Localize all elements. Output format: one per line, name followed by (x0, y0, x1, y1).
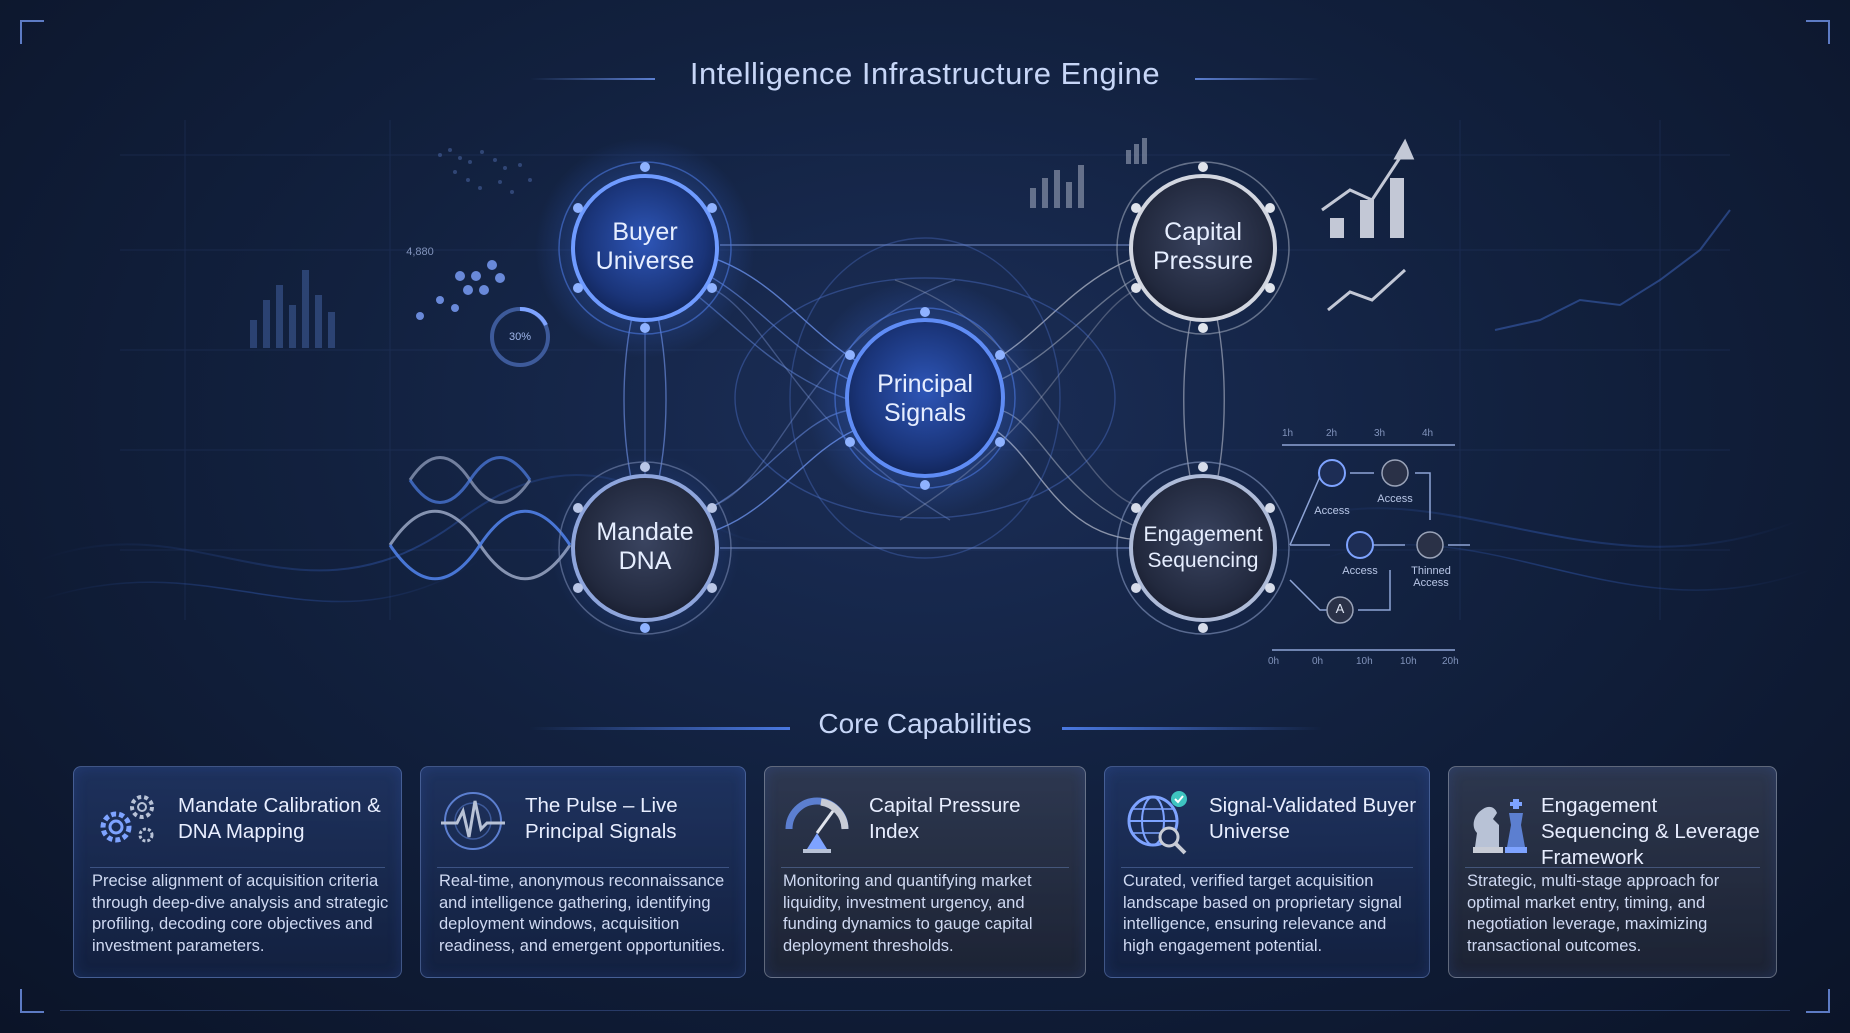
wave-left-2 (39, 559, 481, 603)
axis-top-1: 2h (1326, 428, 1338, 439)
capability-card-buyer: Signal-Validated Buyer Universe Curated,… (1104, 766, 1430, 978)
gears-icon (100, 795, 154, 843)
node-engagement-sequencing (1116, 461, 1290, 635)
capability-card-engagement: Engagement Sequencing & Leverage Framewo… (1448, 766, 1777, 978)
bottom-rule (60, 1010, 1790, 1011)
card-title: Mandate Calibration & DNA Mapping (178, 794, 381, 843)
dna-helix (388, 456, 572, 581)
node-label-mandate-dna: Mandate DNA (596, 518, 694, 575)
thinned-access-label: Thinned Access (1411, 565, 1451, 589)
access-label-1: Access (1314, 505, 1350, 517)
section-title: Core Capabilities (818, 708, 1032, 739)
world-map-dots (438, 148, 532, 194)
card-text: Strategic, multi-stage approach for opti… (1467, 872, 1720, 955)
sequence-flow (1272, 444, 1470, 651)
title-line-left (530, 78, 655, 80)
molecule-dots (416, 260, 505, 320)
capability-card-capital: Capital Pressure Index Monitoring and qu… (764, 766, 1086, 978)
frame-corner-bl (20, 989, 44, 1013)
card-divider (781, 867, 1069, 868)
frame-corner-tr (1806, 20, 1830, 44)
card-text: Precise alignment of acquisition criteri… (92, 872, 389, 955)
card-divider (1121, 867, 1413, 868)
progress-ring (490, 306, 550, 367)
title-wrap: Intelligence Infrastructure Engine (0, 56, 1850, 92)
capital-bar-chart (1030, 138, 1147, 208)
sequence-icons (1318, 459, 1444, 624)
page-title: Intelligence Infrastructure Engine (689, 56, 1161, 91)
card-text: Real-time, anonymous reconnaissance and … (439, 872, 726, 955)
chess-icon (1473, 799, 1527, 853)
card-text: Monitoring and quantifying market liquid… (783, 872, 1033, 955)
frame-corner-br (1806, 989, 1830, 1013)
axis-top-3: 4h (1422, 428, 1434, 439)
card-title: Capital Pressure Index (869, 794, 1021, 843)
axis-bottom-1: 0h (1312, 656, 1324, 667)
card-divider (437, 867, 729, 868)
access-label-2: Access (1377, 493, 1413, 505)
wave-right (1299, 507, 1801, 548)
card-title: Engagement Sequencing & Leverage Framewo… (1541, 794, 1760, 869)
axis-bottom-4: 20h (1442, 656, 1459, 667)
axis-top-0: 1h (1282, 428, 1294, 439)
card-text: Curated, verified target acquisition lan… (1123, 872, 1402, 955)
card-divider (90, 867, 385, 868)
pulse-radar-icon (441, 792, 505, 850)
title-line-right (1195, 78, 1320, 80)
wave-right-2 (1319, 544, 1811, 591)
node-label-capital-pressure: Capital Pressure (1152, 218, 1254, 275)
node-label-engagement-sequencing: Engagement Sequencing (1143, 523, 1263, 572)
left-number-label: 4,880 (406, 246, 434, 258)
capability-card-mandate: Mandate Calibration & DNA Mapping Precis… (73, 766, 402, 978)
node-label-principal-signals: Principal Signals (877, 370, 973, 427)
node-label-buyer-universe: Buyer Universe (595, 218, 695, 275)
axis-top-2: 3h (1374, 428, 1386, 439)
axis-bottom-3: 10h (1400, 656, 1417, 667)
node-capital-pressure (1116, 161, 1290, 335)
ring-percent-label: 30% (508, 331, 532, 343)
gauge-icon (785, 797, 849, 853)
card-title: The Pulse – Live Principal Signals (525, 794, 678, 843)
engine-diagram (39, 120, 1811, 651)
globe-check-icon (1127, 791, 1187, 855)
access-label-3: Access (1342, 565, 1378, 577)
left-bar-chart (250, 270, 335, 348)
faded-line-chart (1494, 209, 1731, 331)
trend-arrows (1321, 138, 1415, 312)
axis-bottom-0: 0h (1268, 656, 1280, 667)
capability-card-pulse: The Pulse – Live Principal Signals Real-… (420, 766, 746, 978)
card-title: Signal-Validated Buyer Universe (1209, 794, 1417, 843)
a-badge-label: A (1335, 601, 1345, 616)
frame-corner-tl (20, 20, 44, 44)
section-line-right (1062, 727, 1322, 730)
node-buyer-universe (558, 161, 732, 335)
node-principal-signals (834, 307, 1016, 490)
section-line-left (530, 727, 790, 730)
axis-bottom-2: 10h (1356, 656, 1373, 667)
node-mandate-dna (558, 461, 732, 635)
card-divider (1465, 867, 1760, 868)
